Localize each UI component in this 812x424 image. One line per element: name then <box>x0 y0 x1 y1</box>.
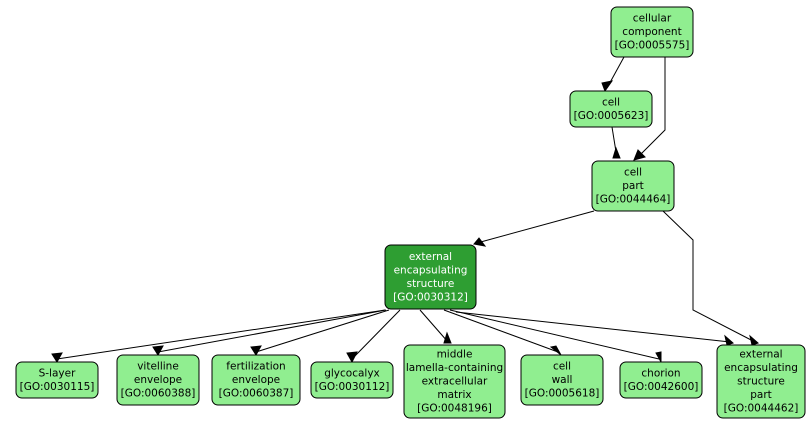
node-chorion[interactable]: chorion [GO:0042600] <box>619 361 703 399</box>
node-box[interactable] <box>211 354 301 406</box>
node-label-line: [GO:0060388] <box>121 388 196 400</box>
node-box[interactable] <box>569 90 653 128</box>
node-label-line: [GO:0005618] <box>525 388 600 400</box>
node-label-line: part <box>750 389 772 401</box>
node-label-line: structure <box>407 278 455 290</box>
node-box[interactable] <box>619 361 703 399</box>
edge-cellular-component-to-cell-part <box>633 57 666 161</box>
node-label-line: component <box>622 26 681 38</box>
edge-cell-to-cell-part <box>611 126 621 159</box>
node-label-line: wall <box>552 374 573 386</box>
node-label-line: chorion <box>641 367 680 379</box>
node-label-line: part <box>622 180 644 192</box>
node-label-line: glycocalyx <box>324 367 380 379</box>
node-label-line: S-layer <box>39 367 76 379</box>
edge-external-encapsulating-structure-to-vitelline-envelope <box>152 309 387 356</box>
node-label-line: [GO:0030115] <box>20 381 95 393</box>
node-label-line: cellular <box>633 13 672 25</box>
arrowhead <box>473 237 487 247</box>
node-label-line: [GO:0048196] <box>417 403 492 415</box>
edge-external-encapsulating-structure-to-chorion <box>449 309 662 364</box>
node-box[interactable] <box>591 160 675 212</box>
node-label-line: encapsulating <box>394 264 468 276</box>
node-label-line: [GO:0044464] <box>596 194 671 206</box>
node-label-line: [GO:0060387] <box>219 388 294 400</box>
arrowhead <box>612 146 621 159</box>
node-label-line: external <box>739 349 782 361</box>
node-label-line: envelope <box>232 374 280 386</box>
arrowhead <box>443 331 452 344</box>
node-label-line: [GO:0005575] <box>615 40 690 52</box>
arrowhead <box>633 149 646 161</box>
node-cell[interactable]: cell [GO:0005623] <box>569 90 653 128</box>
edge-external-encapsulating-structure-to-external-encapsulating-structure-part <box>455 311 734 346</box>
node-s-layer[interactable]: S-layer [GO:0030115] <box>15 361 99 399</box>
node-box[interactable] <box>310 361 394 399</box>
node-label-line: matrix <box>437 389 471 401</box>
node-label-line: cell <box>602 96 620 108</box>
node-label-line: [GO:0044462] <box>724 403 799 415</box>
node-label-line: [GO:0042600] <box>624 381 699 393</box>
node-label-line: middle <box>437 349 473 361</box>
node-label-line: lamella-containing <box>406 362 503 374</box>
arrowhead <box>549 345 562 356</box>
edge-external-encapsulating-structure-to-glycocalyx <box>346 309 401 364</box>
node-label-line: vitelline <box>137 361 179 373</box>
node-glycocalyx[interactable]: glycocalyx [GO:0030112] <box>310 361 394 399</box>
node-label-line: [GO:0005623] <box>574 110 649 122</box>
node-label-line: encapsulating <box>724 362 798 374</box>
edge-external-encapsulating-structure-to-fertilization-envelope <box>250 309 390 356</box>
node-label-line: [GO:0030312] <box>393 291 468 303</box>
node-label-line: fertilization <box>226 361 285 373</box>
arrowhead <box>152 345 164 356</box>
edge-cellular-component-to-cell <box>601 56 625 93</box>
edge-external-encapsulating-structure-to-cell-wall <box>443 309 562 356</box>
node-box[interactable] <box>610 6 694 58</box>
node-box[interactable] <box>116 354 200 406</box>
arrowhead <box>724 334 734 346</box>
edge-cell-part-to-external-encapsulating-structure-part <box>662 210 759 346</box>
arrowhead <box>51 352 63 363</box>
node-label-line: cell <box>624 167 642 179</box>
arrowhead <box>749 334 759 346</box>
node-box[interactable] <box>15 361 99 399</box>
edge-cell-part-to-external-encapsulating-structure <box>473 210 595 247</box>
node-label-line: extracellular <box>422 376 488 388</box>
node-label-line: [GO:0030112] <box>315 381 390 393</box>
node-label-line: envelope <box>134 374 182 386</box>
arrowhead <box>655 351 662 364</box>
node-box[interactable] <box>403 344 506 419</box>
edge-external-encapsulating-structure-to-s-layer <box>51 309 386 363</box>
node-box[interactable] <box>384 244 477 310</box>
edges-layer <box>51 56 759 364</box>
node-label-line: external <box>409 251 452 263</box>
node-label-line: structure <box>737 376 785 388</box>
arrowhead <box>601 80 614 93</box>
node-box[interactable] <box>716 344 806 419</box>
edge-external-encapsulating-structure-to-middle-lamella-containing-extracellular-matrix <box>419 309 452 344</box>
arrowhead <box>346 351 358 364</box>
arrowhead <box>250 345 262 356</box>
node-box[interactable] <box>520 354 604 406</box>
node-label-line: cell <box>553 361 571 373</box>
